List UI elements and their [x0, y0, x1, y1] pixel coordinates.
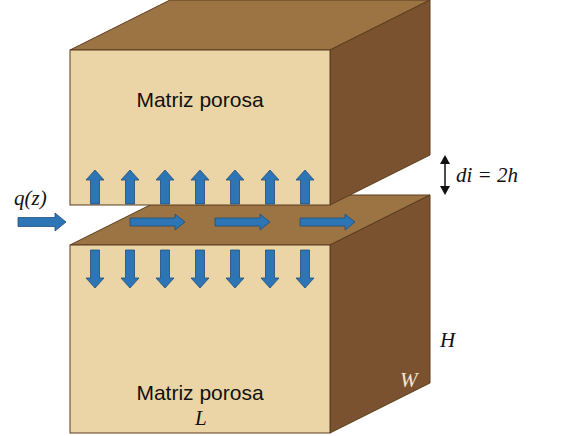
flow-arrow [18, 213, 66, 231]
height-label: H [440, 330, 455, 351]
dimension-line [444, 160, 446, 190]
flow-arrow [215, 214, 270, 230]
porous-matrix-block: Matriz porosa [70, 50, 330, 205]
front-face [70, 245, 330, 433]
length-label: L [195, 408, 207, 429]
aperture-label: di = 2h [456, 165, 518, 186]
flow-arrow [296, 250, 314, 288]
upper-porous-block [70, 0, 430, 205]
aperture-dimension [440, 155, 450, 195]
width-label: W [400, 370, 418, 391]
flow-arrow [226, 170, 244, 204]
flow-arrow [226, 250, 244, 288]
flow-arrow [121, 170, 139, 204]
flow-arrow [191, 170, 209, 204]
flow-arrow [261, 250, 279, 288]
flow-arrow [296, 170, 314, 204]
flow-arrow [261, 170, 279, 204]
flow-arrow [86, 250, 104, 288]
flow-arrow [86, 170, 104, 204]
flow-arrow [156, 170, 174, 204]
porous-matrix-block: Matriz porosa [70, 245, 330, 433]
flow-arrow [156, 250, 174, 288]
block-label: Matriz porosa [70, 88, 330, 112]
front-face [70, 50, 330, 205]
side-face [330, 195, 430, 433]
lower-porous-block [70, 195, 430, 433]
flow-arrow [121, 250, 139, 288]
flow-rate-label: q(z) [14, 188, 47, 209]
dimension-head [440, 155, 450, 164]
side-face [330, 0, 430, 205]
flow-arrow [191, 250, 209, 288]
block-label: Matriz porosa [70, 381, 330, 405]
flow-arrows [18, 170, 355, 288]
dimension-head [440, 186, 450, 195]
flow-arrow [300, 214, 355, 230]
flow-arrow [130, 214, 185, 230]
